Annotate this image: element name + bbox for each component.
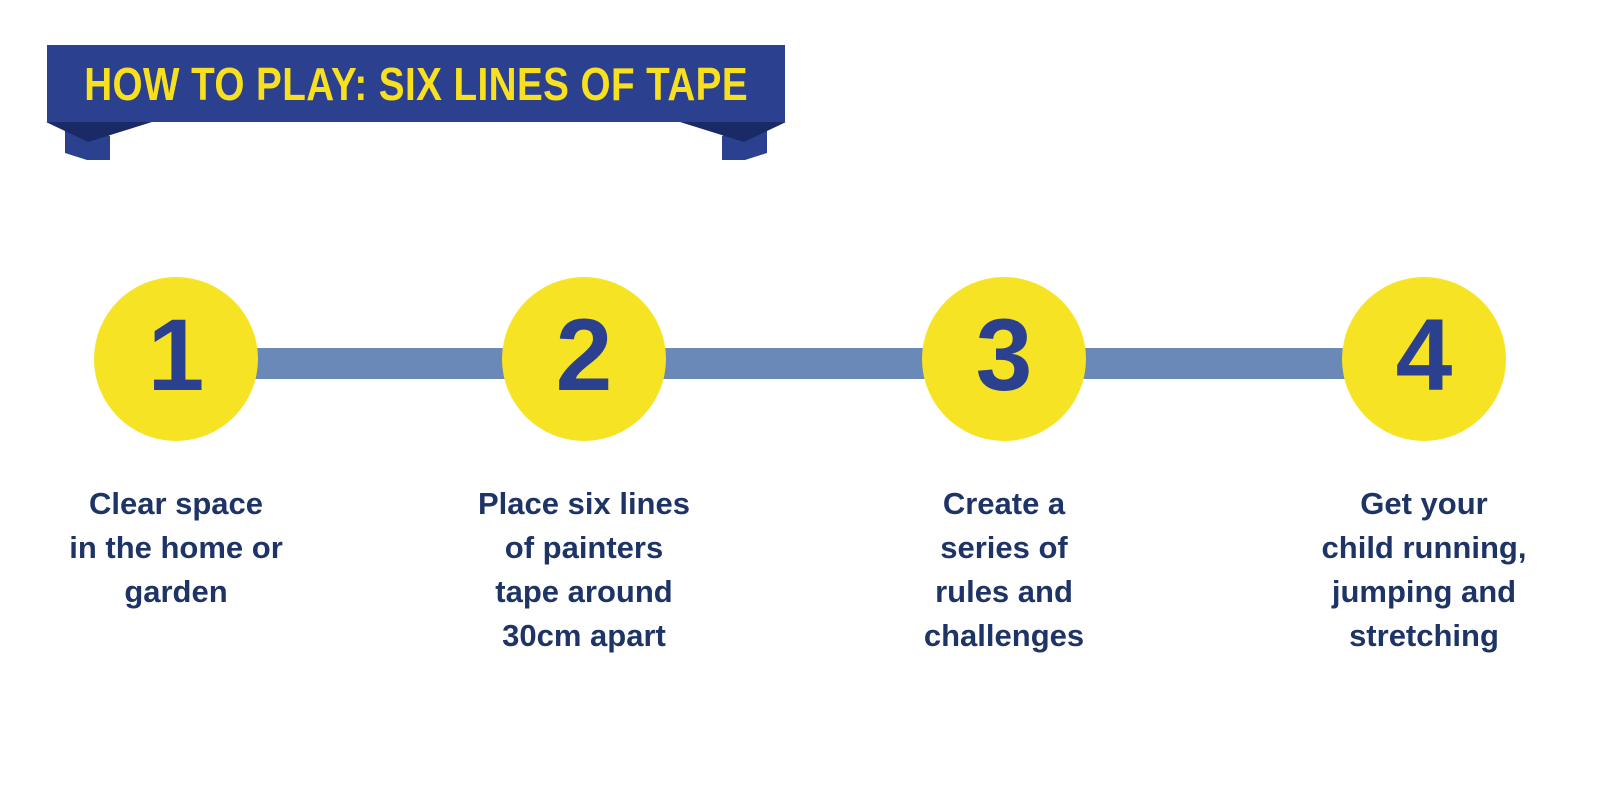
step-number-4: 4 bbox=[1395, 298, 1453, 412]
step-circle-1: 1 bbox=[94, 277, 258, 441]
timeline-connector bbox=[176, 348, 1424, 379]
step-circle-3: 3 bbox=[922, 277, 1086, 441]
step-number-3: 3 bbox=[975, 298, 1033, 412]
step-circle-4: 4 bbox=[1342, 277, 1506, 441]
step-circle-2: 2 bbox=[502, 277, 666, 441]
ribbon-banner: HOW TO PLAY: SIX LINES OF TAPE bbox=[47, 45, 785, 122]
step-description-1: Clear space in the home or garden bbox=[69, 486, 283, 609]
step-number-2: 2 bbox=[555, 298, 613, 412]
ribbon-fold-right bbox=[680, 122, 786, 142]
ribbon-tail-left bbox=[65, 124, 110, 160]
ribbon-tail-right bbox=[722, 124, 767, 160]
banner-title: HOW TO PLAY: SIX LINES OF TAPE bbox=[84, 57, 748, 110]
step-description-2: Place six lines of painters tape around … bbox=[478, 486, 690, 653]
ribbon-fold-left bbox=[46, 122, 152, 142]
step-number-1: 1 bbox=[147, 298, 205, 412]
step-description-4: Get your child running, jumping and stre… bbox=[1321, 486, 1527, 653]
step-description-3: Create a series of rules and challenges bbox=[923, 486, 1085, 653]
